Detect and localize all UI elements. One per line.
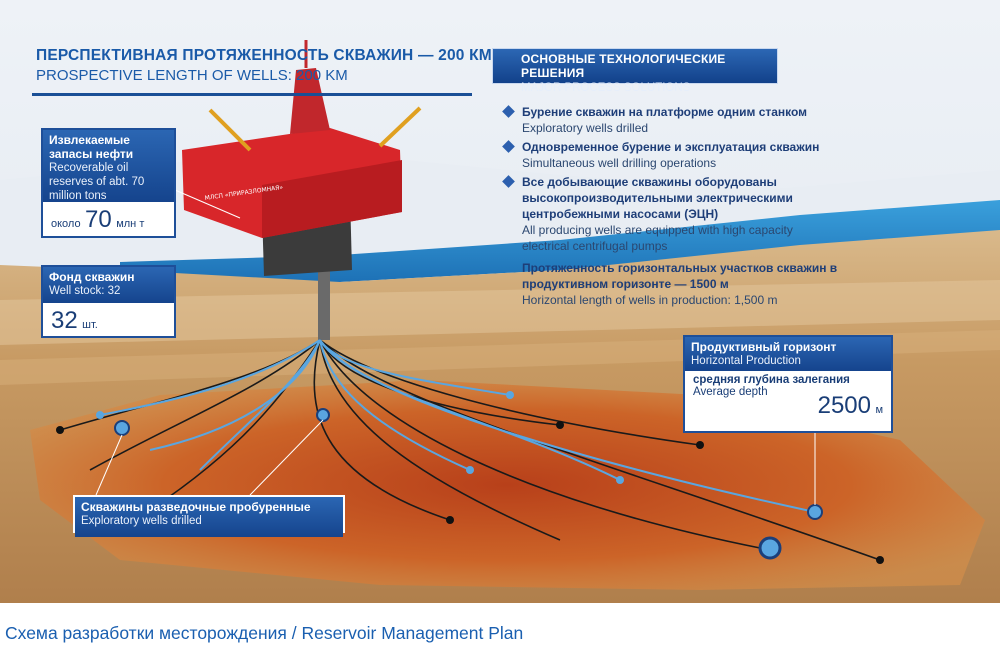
well-stock-box: Фонд скважин Well stock: 32 32 шт. <box>41 265 176 338</box>
solution-item-ru: Бурение скважин на платформе одним станк… <box>522 105 808 119</box>
solution-item-ru: Одновременное бурение и эксплуатация скв… <box>522 140 820 154</box>
solution-item-en: Horizontal length of wells in production… <box>522 293 778 307</box>
callout-explor-2 <box>249 419 324 496</box>
productive-horizon-box: Продуктивный горизонт Horizontal Product… <box>683 335 893 433</box>
exploratory-title-en: Exploratory wells drilled <box>81 515 202 527</box>
well-stock-title-en: Well stock: 32 <box>49 285 121 297</box>
well-stock-unit: шт. <box>82 319 98 331</box>
process-solutions-title-ru: ОСНОВНЫЕ ТЕХНОЛОГИЧЕСКИЕ РЕШЕНИЯ <box>521 52 726 80</box>
riser <box>318 270 330 340</box>
crane-left <box>208 108 252 152</box>
header-underline <box>32 93 472 96</box>
reserves-value: 70 <box>85 206 112 233</box>
reserves-unit: млн т <box>116 218 145 230</box>
well-endpoints <box>56 391 884 564</box>
prospective-length-title: ПЕРСПЕКТИВНАЯ ПРОТЯЖЕННОСТЬ СКВАЖИН — 20… <box>36 47 492 64</box>
horizon-depth-block: средняя глубина залегания Average depth … <box>685 371 891 420</box>
crane-right <box>378 106 422 148</box>
horizon-depth-en: Average depth <box>693 386 768 398</box>
reserves-value-row: около 70 млн т <box>43 202 174 234</box>
reserves-prefix: около <box>51 218 81 230</box>
solution-item-ru: Все добывающие скважины оборудованы высо… <box>522 175 793 221</box>
process-solutions-header: ОСНОВНЫЕ ТЕХНОЛОГИЧЕСКИЕ РЕШЕНИЯ MAJOR P… <box>492 48 778 94</box>
reserves-title-ru: Извлекаемые запасы нефти <box>49 133 134 161</box>
solution-item: Все добывающие скважины оборудованы высо… <box>502 174 802 254</box>
reservoir-plan-caption: Схема разработки месторождения / Reservo… <box>5 623 524 643</box>
solution-item-en: All producing wells are equipped with hi… <box>522 223 793 253</box>
solution-item: Бурение скважин на платформе одним станк… <box>502 104 922 136</box>
prospective-length-subtitle: PROSPECTIVE LENGTH OF WELLS: 200 KM <box>36 67 348 84</box>
wells-blue <box>99 339 816 513</box>
horizon-depth-value-row: 2500 м <box>693 392 883 420</box>
callout-reserves <box>174 189 241 219</box>
horizon-title-en: Horizontal Production <box>691 355 801 367</box>
reserves-title-en: Recoverable oil reserves of abt. 70 mill… <box>49 162 145 202</box>
reserves-box: Извлекаемые запасы нефти Recoverable oil… <box>41 128 176 238</box>
drilling-derrick <box>290 68 330 134</box>
well-stock-value: 32 <box>51 307 78 334</box>
wells-black <box>59 339 881 561</box>
well-stock-title-ru: Фонд скважин <box>49 270 135 284</box>
well-stock-value-row: 32 шт. <box>43 303 174 335</box>
solution-item-ru: Протяженность горизонтальных участков ск… <box>522 261 838 291</box>
horizon-depth-value: 2500 <box>817 392 871 419</box>
exploratory-title-ru: Скважины разведочные пробуренные <box>81 500 311 514</box>
solution-item-en: Exploratory wells drilled <box>522 121 649 135</box>
process-solutions-title-en: MAJOR PROCESS SOLUTIONS <box>521 82 691 94</box>
exploratory-wells-box: Скважины разведочные пробуренные Explora… <box>73 495 345 537</box>
horizon-depth-unit: м <box>875 404 883 416</box>
solution-item-en: Simultaneous well drilling operations <box>522 156 717 170</box>
solution-item: Одновременное бурение и эксплуатация скв… <box>502 139 922 171</box>
solution-item: Протяженность горизонтальных участков ск… <box>502 260 922 308</box>
callout-explor-1 <box>95 434 123 496</box>
horizon-title-ru: Продуктивный горизонт <box>691 340 837 354</box>
horizon-depth-ru: средняя глубина залегания <box>693 374 850 386</box>
